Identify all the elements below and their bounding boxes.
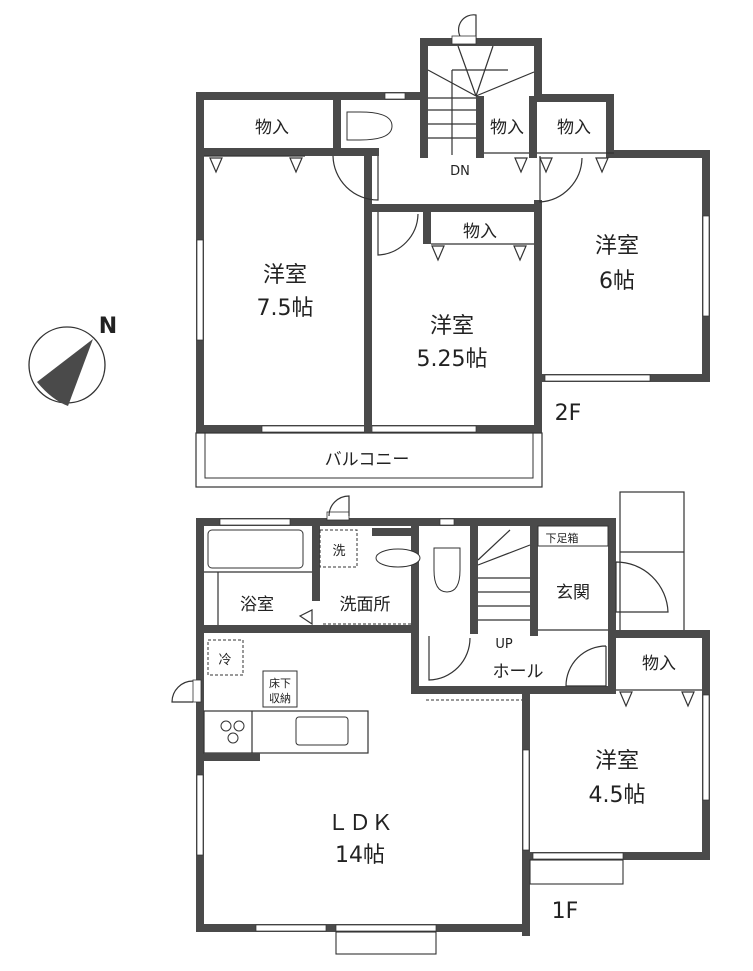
closet-label: 物入 [255,118,289,138]
washer-label: 洗 [332,544,345,559]
door-swing [332,155,379,201]
door-swing [565,645,607,687]
compass-needle-icon [37,339,93,406]
balcony-label: バルコニー [325,450,410,470]
shoebox-label: 下足箱 [546,531,579,545]
floor-label-1f: 1F [552,899,579,924]
room-size: 5.25帖 [417,347,488,372]
closet-label: 物入 [463,222,497,242]
stove-burner-icon [220,720,232,732]
entrance-door-swing [615,561,669,613]
room-size: 6帖 [599,269,635,294]
compass: N [28,314,117,406]
room-size: 4.5帖 [589,783,646,808]
stove-burner-icon [233,720,245,732]
fridge-space [207,639,244,676]
washer-space [319,529,358,568]
bathtub-icon [207,529,304,569]
door-swing [377,212,419,256]
stairs-up-label: UP [495,637,513,652]
room-name: 洋室 [595,234,639,259]
sink-icon [375,548,421,568]
stairs-1f [477,529,531,621]
floor-2: DN 物入 物入 物入 物入 洋室 7.5帖 洋室 5.25帖 洋室 6帖 バル… [195,14,710,488]
room-size: 14帖 [335,843,385,868]
floor-1: 洗 UP 下足箱 冷 床下 収納 [171,491,710,955]
compass-north-label: N [99,314,117,339]
room-name: 洋室 [595,749,639,774]
underfloor-label: 床下 [269,676,291,690]
fridge-label: 冷 [218,653,231,668]
underfloor-label: 収納 [269,692,291,705]
stairs-down-label: DN [450,164,470,179]
door-swing [171,680,194,703]
kitchen-counter [203,710,369,754]
toilet-icon [346,111,393,141]
room-name: 玄関 [556,583,590,603]
closet-label: 物入 [642,654,676,674]
door-swing [428,636,471,681]
room-name: 洋室 [430,314,474,339]
room-name: 洋室 [263,263,307,288]
underfloor-storage [262,670,298,708]
stair-door-swing [457,14,477,40]
door-swing [328,495,350,517]
room-name: 浴室 [240,595,274,615]
floor-label-2f: 2F [555,401,582,426]
toilet-icon [433,547,461,593]
room-name: ＬＤＫ [327,811,393,836]
room-name: ホール [493,662,544,682]
closet-label: 物入 [557,118,591,138]
stove-burner-icon [227,732,239,744]
closet-label: 物入 [490,118,524,138]
kitchen-sink-icon [295,716,349,746]
stairs-2f [427,45,535,155]
room-name: 洗面所 [340,595,391,615]
door-swing [539,156,583,203]
room-size: 7.5帖 [257,296,314,321]
